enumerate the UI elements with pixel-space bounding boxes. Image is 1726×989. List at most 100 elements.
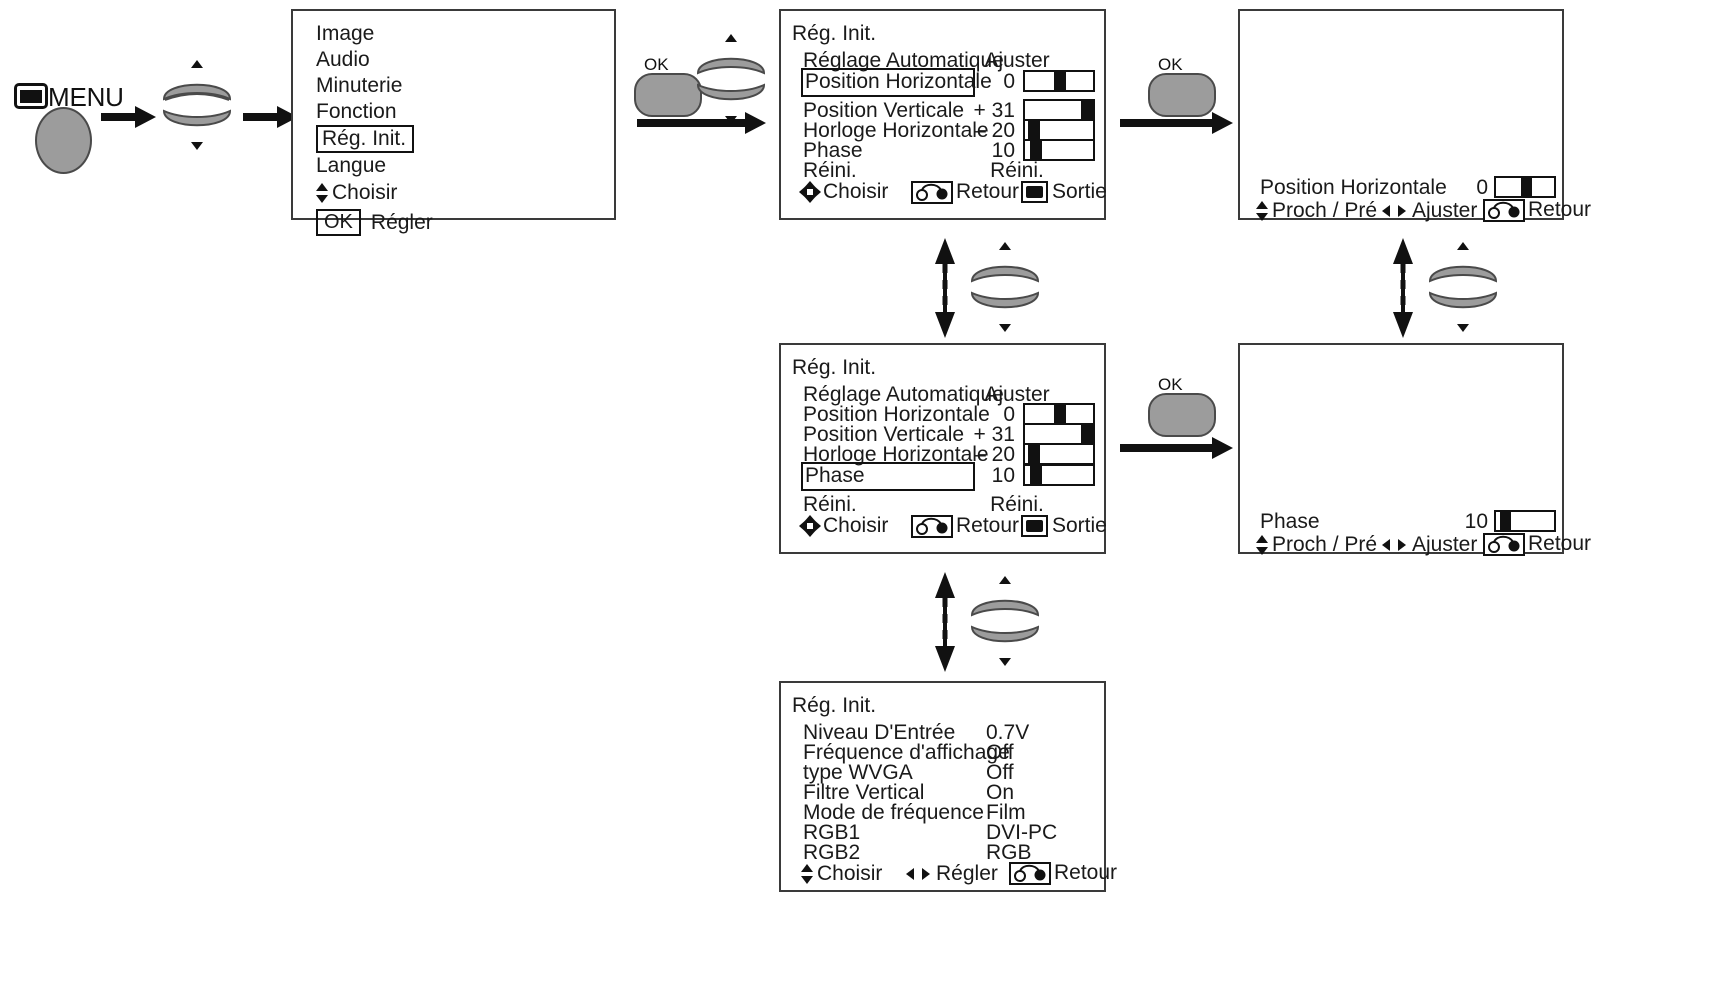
- return-joystick-icon: [1483, 532, 1525, 556]
- menu-hardware-button[interactable]: [35, 107, 92, 174]
- osd-panel-reg-init-hpos: Rég. Init. Réglage Automatique Ajuster P…: [779, 9, 1107, 220]
- flow-arrow-3: [637, 112, 766, 134]
- flow-arrow-vertical-3: [935, 572, 955, 672]
- setting-row-reini[interactable]: Réini. Réini.: [803, 158, 1044, 182]
- hint-retour: Retour: [1483, 198, 1591, 222]
- hint-regler: OK Régler: [316, 209, 596, 236]
- rocker-down-key[interactable]: [968, 622, 1042, 656]
- slider-position-horizontale[interactable]: [1494, 176, 1556, 198]
- rocker-down-tick-icon: [1457, 324, 1469, 332]
- setting-row-position-horizontale[interactable]: Position Horizontale 0: [781, 67, 1104, 97]
- rocker-updown-4[interactable]: [1426, 242, 1500, 332]
- menu-item-image[interactable]: Image: [316, 22, 375, 45]
- rocker-updown-2[interactable]: [694, 34, 768, 124]
- rocker-up-key[interactable]: [1426, 252, 1500, 286]
- adjust-item-row[interactable]: Phase 10: [1240, 509, 1562, 534]
- slider-position-horizontale[interactable]: [1023, 70, 1095, 92]
- ok-hardware-button[interactable]: [634, 73, 702, 117]
- setting-row-position-verticale[interactable]: Position Verticale + 31: [781, 98, 1104, 123]
- rocker-down-tick-icon: [191, 142, 203, 150]
- slider-phase[interactable]: [1023, 139, 1095, 161]
- setting-row-frequence-affichage[interactable]: Fréquence d'affichage Off: [803, 740, 1014, 764]
- four-way-arrows-icon: [799, 515, 821, 537]
- ok-hardware-button[interactable]: [1148, 393, 1216, 437]
- setting-row-niveau-dentree[interactable]: Niveau D'Entrée 0.7V: [803, 720, 1030, 744]
- rocker-up-key[interactable]: [968, 252, 1042, 286]
- hint-choisir: Choisir: [316, 181, 596, 205]
- hint-sortie: Sortie: [1021, 180, 1107, 204]
- rocker-down-key[interactable]: [160, 106, 234, 140]
- menu-item-minuterie[interactable]: Minuterie: [316, 74, 403, 97]
- hint-retour: Retour: [911, 514, 1019, 538]
- setting-row-horloge-horizontale[interactable]: Horloge Horizontale – 20: [781, 442, 1104, 467]
- setting-row-rgb2[interactable]: RGB2 RGB: [803, 840, 1032, 864]
- ok-button-label: OK: [644, 55, 669, 74]
- rocker-up-tick-icon: [999, 576, 1011, 584]
- osd-panel-main-menu: Image Audio Minuterie Fonction Rég. Init…: [291, 9, 616, 236]
- rocker-up-key[interactable]: [968, 586, 1042, 620]
- slider-phase[interactable]: [1494, 510, 1556, 532]
- updown-arrows-icon: [1256, 534, 1269, 556]
- exit-menu-icon: [1021, 181, 1048, 203]
- ok-key-icon: OK: [316, 209, 361, 236]
- setting-row-reglage-automatique[interactable]: Réglage Automatique Ajuster: [803, 382, 1050, 406]
- rocker-down-tick-icon: [999, 658, 1011, 666]
- setting-row-type-wvga[interactable]: type WVGA Off: [803, 760, 1014, 784]
- rocker-up-tick-icon: [725, 34, 737, 42]
- setting-row-phase[interactable]: Phase 10: [781, 138, 1104, 163]
- leftright-arrows-icon: [1382, 204, 1406, 218]
- ok-hardware-button[interactable]: [1148, 73, 1216, 117]
- hint-proch-pre: Proch / Pré: [1256, 533, 1377, 557]
- setting-row-position-verticale[interactable]: Position Verticale + 31: [781, 422, 1104, 447]
- updown-arrows-icon: [316, 182, 329, 204]
- ok-button-label: OK: [1158, 375, 1183, 394]
- flow-arrow-1: [101, 106, 156, 128]
- ok-button-label: OK: [1158, 55, 1183, 74]
- osd-title: Rég. Init.: [792, 356, 877, 379]
- rocker-down-key[interactable]: [1426, 288, 1500, 322]
- menu-item-langue[interactable]: Langue: [316, 154, 387, 177]
- setting-row-mode-de-frequence[interactable]: Mode de fréquence Film: [803, 800, 1026, 824]
- menu-square-icon: [14, 83, 48, 109]
- osd-panel-adjust-hpos: Position Horizontale 0 Proch / Pré Ajust…: [1238, 9, 1591, 223]
- osd-title: Rég. Init.: [792, 22, 877, 45]
- menu-item-fonction[interactable]: Fonction: [316, 100, 397, 123]
- rocker-up-tick-icon: [999, 242, 1011, 250]
- rocker-down-key[interactable]: [968, 288, 1042, 322]
- setting-row-reglage-automatique[interactable]: Réglage Automatique Ajuster: [803, 48, 1050, 72]
- menu-button-group[interactable]: MENU: [14, 82, 124, 174]
- rocker-updown-5[interactable]: [968, 576, 1042, 666]
- hint-retour: Retour: [911, 180, 1019, 204]
- hint-regler: Régler: [906, 862, 998, 886]
- rocker-up-key[interactable]: [694, 44, 768, 78]
- menu-item-reg-init[interactable]: Rég. Init.: [316, 125, 596, 153]
- leftright-arrows-icon: [1382, 538, 1406, 552]
- setting-row-reini[interactable]: Réini. Réini.: [803, 492, 1044, 516]
- exit-menu-icon: [1021, 515, 1048, 537]
- setting-row-phase[interactable]: Phase 10: [781, 461, 1104, 491]
- slider-phase[interactable]: [1023, 464, 1095, 486]
- hint-choisir: Choisir: [801, 862, 882, 886]
- rocker-up-key[interactable]: [160, 70, 234, 104]
- updown-arrows-icon: [1256, 200, 1269, 222]
- osd-panel-adjust-phase: Phase 10 Proch / Pré Ajuster Retour: [1238, 343, 1591, 557]
- adjust-item-row[interactable]: Position Horizontale 0: [1240, 175, 1562, 200]
- return-joystick-icon: [911, 180, 953, 204]
- rocker-down-key[interactable]: [694, 80, 768, 114]
- setting-row-horloge-horizontale[interactable]: Horloge Horizontale – 20: [781, 118, 1104, 143]
- flow-arrow-2: [243, 106, 298, 128]
- flow-arrow-5: [1120, 437, 1233, 459]
- hint-ajuster: Ajuster: [1382, 199, 1477, 223]
- four-way-arrows-icon: [799, 181, 821, 203]
- setting-row-rgb1[interactable]: RGB1 DVI-PC: [803, 820, 1058, 844]
- flow-arrow-4: [1120, 112, 1233, 134]
- osd-title: Rég. Init.: [792, 694, 877, 717]
- rocker-down-tick-icon: [725, 116, 737, 124]
- setting-row-filtre-vertical[interactable]: Filtre Vertical On: [803, 780, 1015, 804]
- flow-arrow-vertical-2: [1393, 238, 1413, 338]
- menu-item-audio[interactable]: Audio: [316, 48, 370, 71]
- rocker-up-tick-icon: [191, 60, 203, 68]
- rocker-updown-1[interactable]: [160, 60, 234, 150]
- setting-row-position-horizontale[interactable]: Position Horizontale 0: [781, 402, 1104, 427]
- rocker-updown-3[interactable]: [968, 242, 1042, 332]
